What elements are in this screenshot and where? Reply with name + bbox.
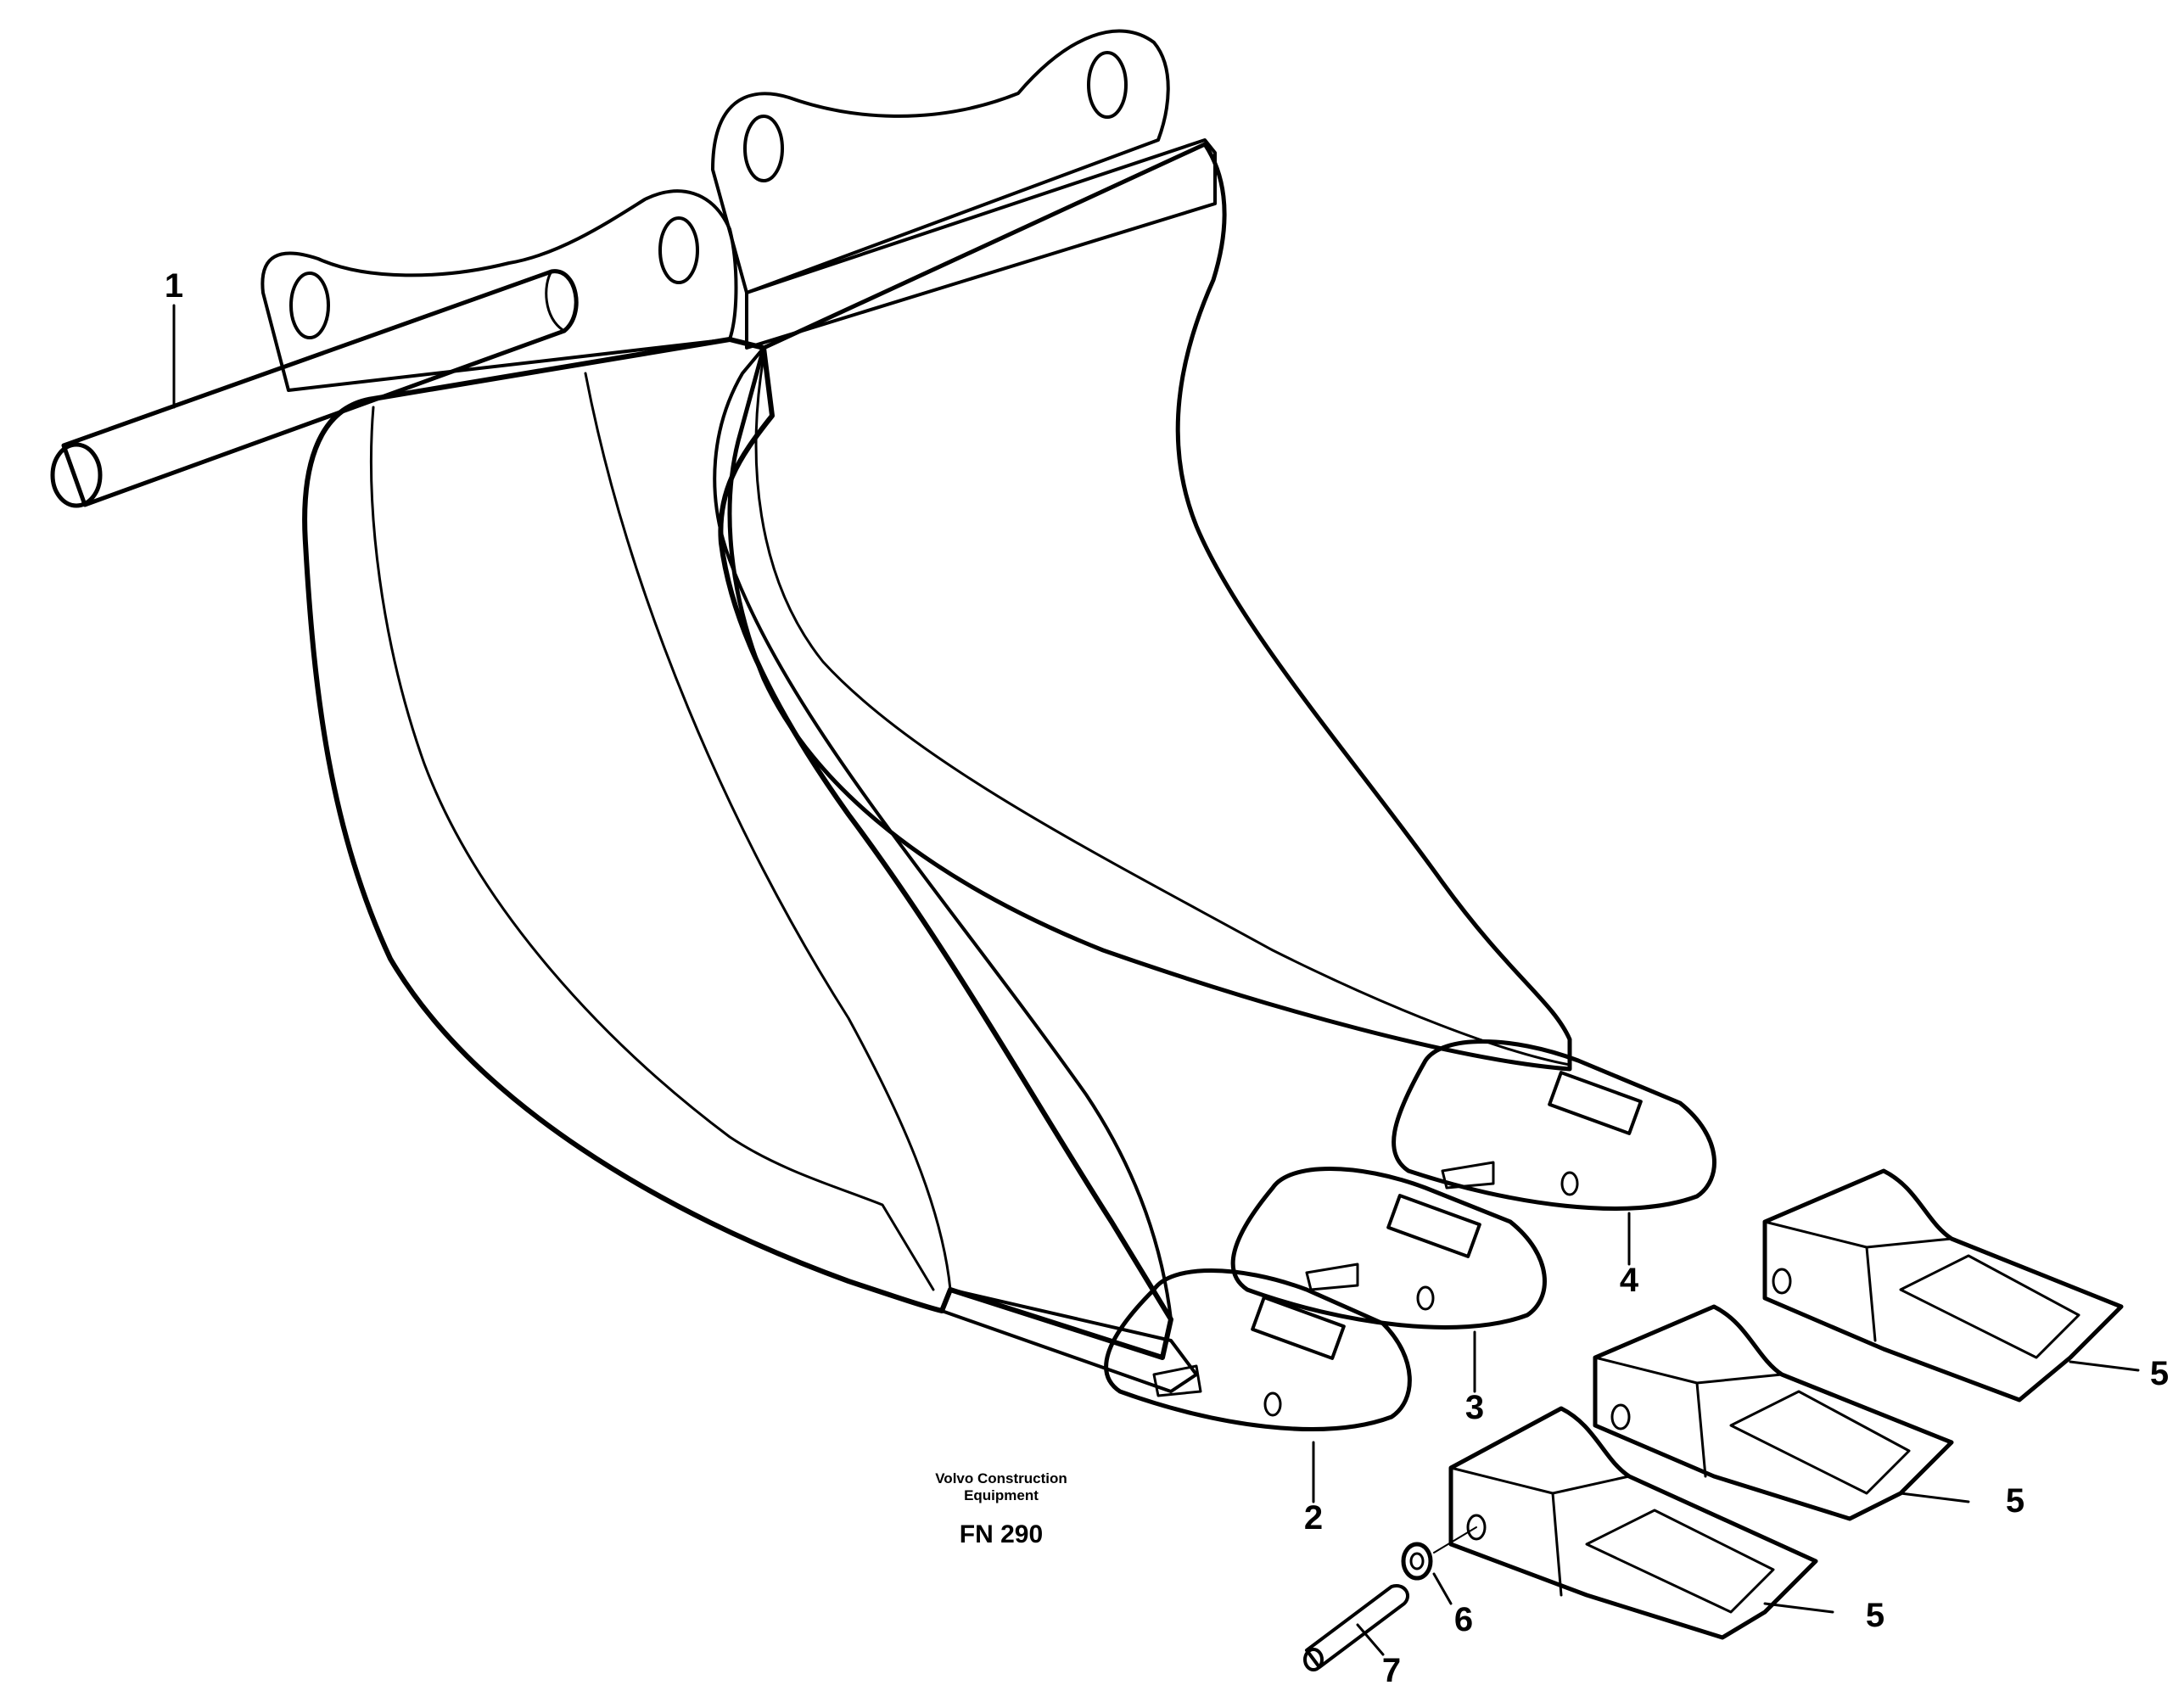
pivot-pin (50, 269, 579, 508)
assembly-line (1433, 1526, 1477, 1554)
callout-4: 4 (1620, 1262, 1639, 1299)
tooth-tip-upper (1762, 1168, 2124, 1402)
credit-line-2: Equipment (964, 1487, 1039, 1503)
tooth-tip-middle (1593, 1304, 1954, 1521)
callout-7: 7 (1382, 1652, 1401, 1689)
callout-5-lower: 5 (1866, 1597, 1884, 1634)
callout-3: 3 (1465, 1389, 1484, 1426)
credit-line-1: Volvo Construction (935, 1470, 1067, 1486)
callout-5-middle: 5 (2006, 1482, 2024, 1520)
figure-code: FN 290 (960, 1520, 1043, 1548)
callout-1: 1 (165, 267, 183, 305)
adapter-2 (1104, 1268, 1412, 1431)
leader-lines (172, 304, 2140, 1656)
callout-6: 6 (1454, 1601, 1473, 1638)
callout-5-upper: 5 (2150, 1355, 2169, 1392)
adapter-3 (1230, 1167, 1547, 1330)
lock-washer (1401, 1542, 1433, 1581)
adapter-4 (1392, 1039, 1716, 1211)
ditching-bucket (260, 29, 1572, 1397)
retaining-pin (1303, 1584, 1409, 1671)
tooth-tip-lower (1448, 1406, 1818, 1640)
callout-2: 2 (1304, 1499, 1323, 1537)
